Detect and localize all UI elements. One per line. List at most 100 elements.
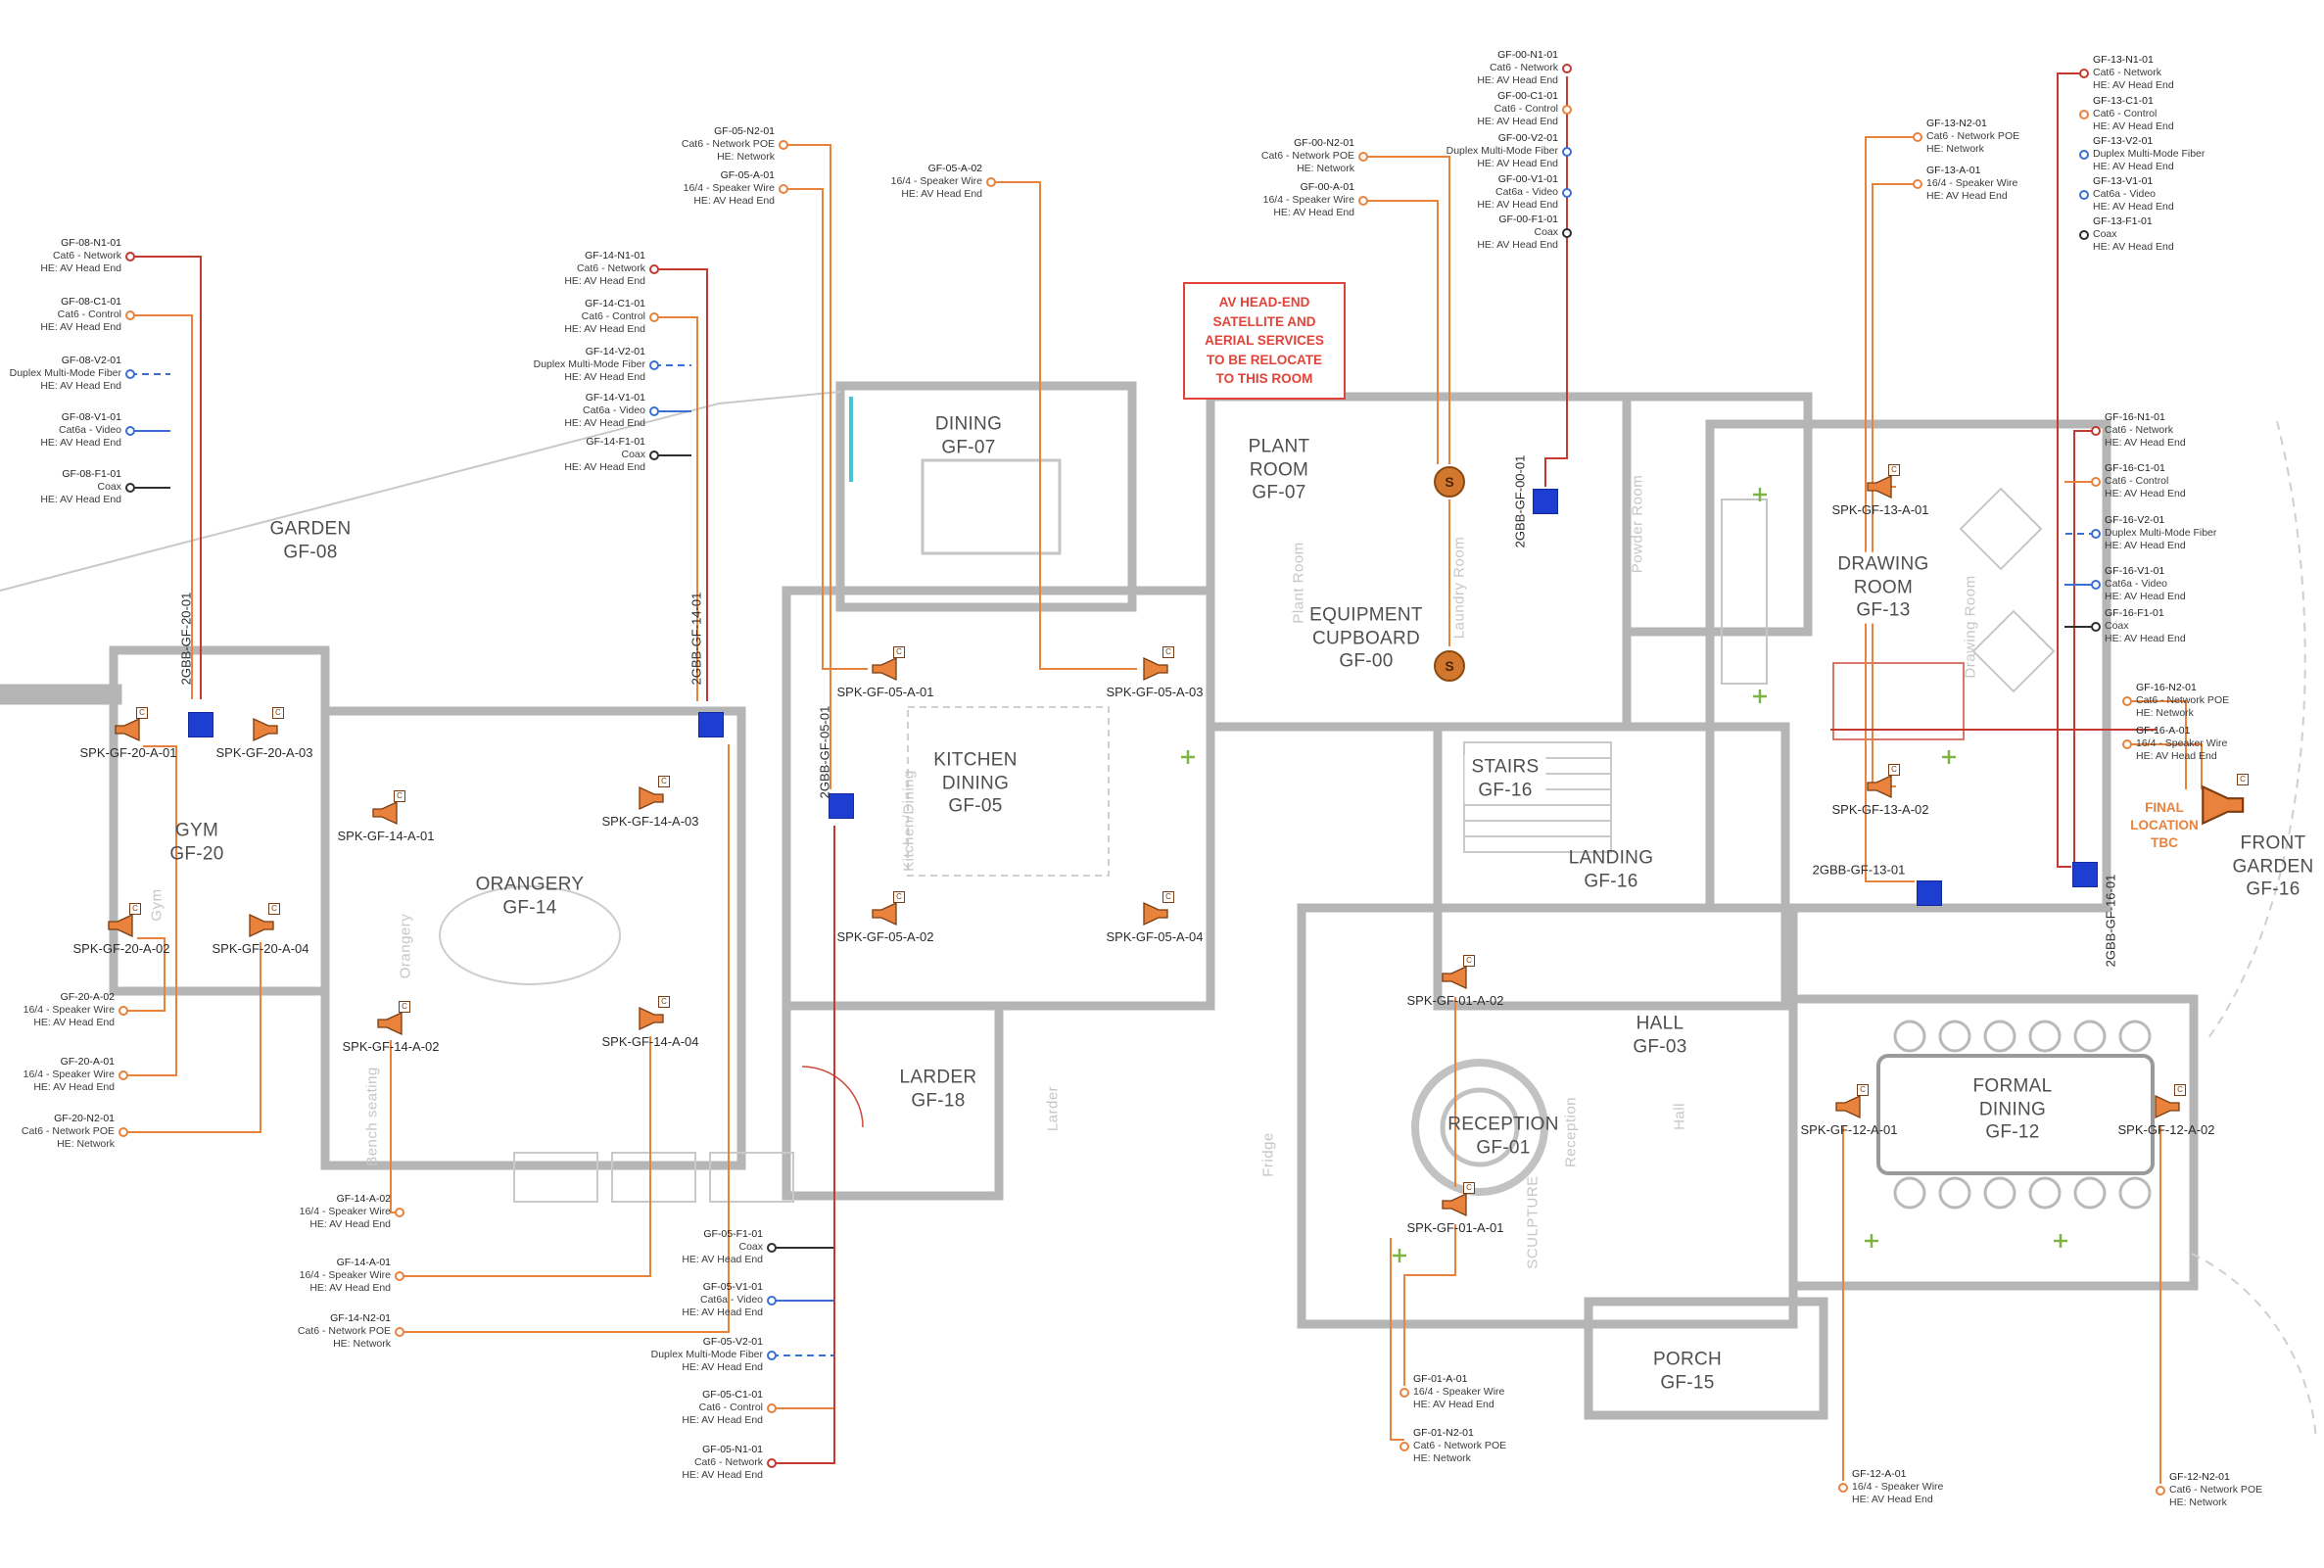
callout-type: 16/4 - Speaker Wire [23,1069,115,1081]
callout-id: GF-14-C1-01 [585,298,645,309]
cable-wire [654,268,708,701]
callout-type: Cat6 - Network [1489,62,1558,74]
cable-terminal-icon [2091,622,2101,632]
callout-id: GF-01-N2-01 [1413,1427,1474,1439]
plan-detail [439,885,621,985]
keypad-label: 2GBB-GF-05-01 [817,705,832,799]
callout-type: Cat6 - Network POE [1926,130,2020,143]
room-name-rotated: Bench seating [363,1067,381,1166]
room-name-rotated: Laundry Room [1450,536,1468,640]
cable-wire [130,256,202,699]
speaker-label: SPK-GF-20-A-02 [72,941,170,956]
speaker-icon [2202,784,2245,826]
callout-id: GF-13-A-01 [1926,165,1981,176]
keypad-label: 2GBB-GF-20-01 [178,592,194,686]
callout-type: Cat6 - Network [52,250,121,262]
speaker-label: SPK-GF-20-A-03 [215,745,313,760]
callout-he: HE: AV Head End [1926,190,2008,203]
keypad-2gbb [2072,862,2098,887]
callout-id: GF-00-A-01 [1300,181,1354,193]
callout-he: HE: AV Head End [564,461,645,474]
room-name-rotated: Drawing Room [1962,575,1979,679]
callout-id: GF-05-N1-01 [702,1444,763,1455]
speaker-label: SPK-GF-14-A-04 [601,1034,699,1049]
speaker-label: SPK-GF-05-A-03 [1106,685,1204,699]
cable-terminal-icon [649,406,659,416]
cable-wire [1390,1238,1404,1441]
callout-type: 16/4 - Speaker Wire [1926,177,2018,190]
callout-he: HE: Network [57,1138,115,1151]
keypad-2gbb [1917,880,1942,906]
cable-terminal-icon [395,1208,404,1217]
room-label-line: LANDING [1568,847,1654,869]
room-label-line: GARDEN [2232,856,2314,878]
speaker-icon [1442,1192,1467,1217]
cable-wire [772,826,835,1464]
callout-he: HE: AV Head End [682,1307,763,1319]
cable-terminal-icon [2091,580,2101,590]
plan-detail [1938,1020,1971,1053]
speaker-c-tag: C [2237,774,2249,785]
cable-wire [1403,1224,1456,1386]
speaker-icon [872,656,897,682]
callout-type: Cat6 - Control [581,310,645,323]
callout-he: HE: AV Head End [901,188,982,201]
room-label-line: PLANT [1248,436,1310,457]
speaker-icon [872,901,897,927]
callout-type: Cat6 - Network POE [1413,1440,1507,1452]
plan-detail [2073,1020,2107,1053]
plan-detail [1971,609,2056,693]
cable-terminal-icon [1913,132,1922,142]
callout-he: HE: AV Head End [1477,199,1558,212]
plan-detail [2028,1020,2062,1053]
callout-he: HE: Network [2169,1497,2227,1509]
speaker-c-tag: C [136,707,148,719]
plan-detail [1440,1087,1520,1167]
callout-id: GF-00-N2-01 [1294,137,1354,149]
cable-terminal-icon [125,369,135,379]
callout-type: 16/4 - Speaker Wire [890,175,982,188]
cable-wire [400,1036,651,1277]
cable-terminal-icon [649,360,659,370]
cable-wire [2073,430,2096,862]
callout-type: Cat6 - Network [576,262,645,275]
callout-id: GF-14-N1-01 [585,250,645,261]
speaker-c-tag: C [1463,955,1475,967]
cable-terminal-icon [125,252,135,261]
room-label-line: GF-00 [1339,650,1394,672]
callout-id: GF-14-V2-01 [585,346,645,357]
ceiling-point-icon [1942,750,1956,764]
speaker-icon [1867,474,1892,499]
speaker-icon [115,717,140,742]
warning-line: TO THIS ROOM [1215,371,1313,387]
callout-id: GF-00-V1-01 [1497,173,1558,185]
callout-type: Cat6 - Control [2105,475,2169,488]
cable-wire [1872,183,1918,488]
plan-detail [1893,1176,1926,1210]
cable-terminal-icon [125,310,135,320]
warning-line: AV HEAD-END [1218,295,1310,309]
callout-type: Cat6a - Video [58,424,121,437]
cable-terminal-icon [2122,696,2132,706]
room-name-rotated: Gym [148,888,166,922]
speaker-label: SPK-GF-05-A-04 [1106,929,1204,944]
callout-type: Cat6 - Control [2093,108,2158,120]
callout-he: HE: AV Head End [682,1469,763,1482]
speaker-c-tag: C [1463,1182,1475,1194]
callout-type: Duplex Multi-Mode Fiber [1446,145,1558,158]
callout-id: GF-14-F1-01 [586,436,645,448]
speaker-icon [1442,965,1467,990]
